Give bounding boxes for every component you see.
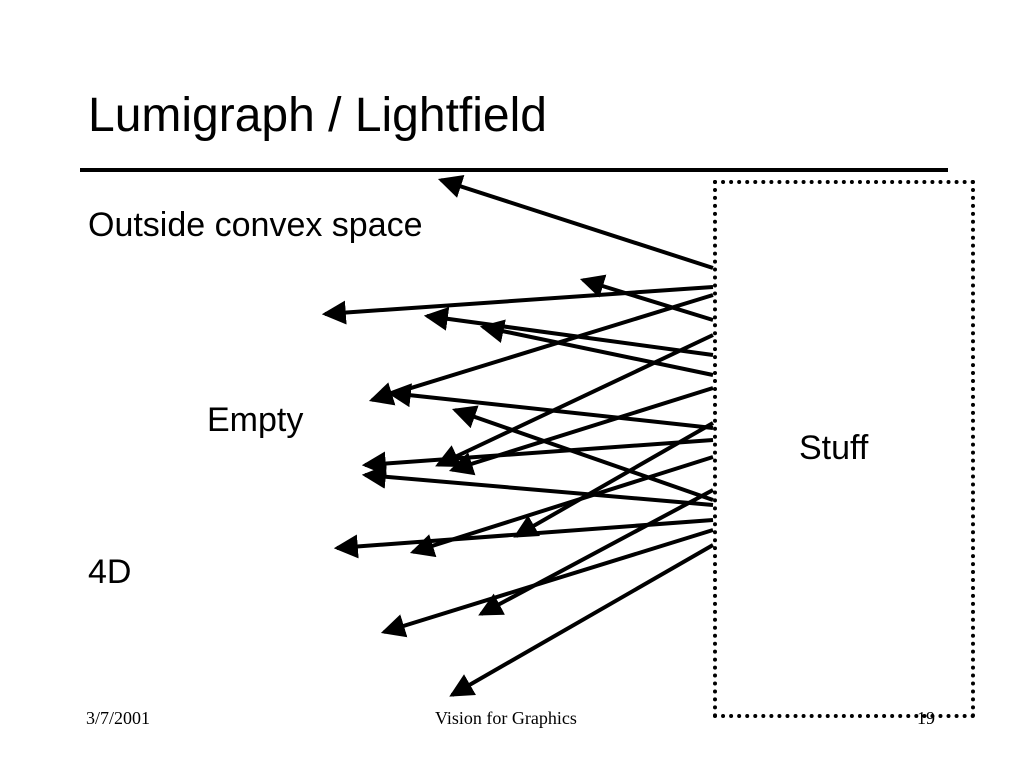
light-ray	[380, 528, 714, 638]
light-ray	[479, 319, 714, 377]
light-ray	[435, 333, 714, 467]
footer-course-title: Vision for Graphics	[435, 708, 577, 728]
light-ray	[579, 274, 714, 322]
light-ray	[361, 438, 714, 476]
light-ray	[437, 174, 714, 270]
footer-page-number: 19	[917, 708, 935, 728]
light-ray	[513, 421, 714, 538]
slide-title: Lumigraph / Lightfield	[88, 89, 547, 142]
footer-date: 3/7/2001	[86, 708, 151, 728]
light-ray	[361, 464, 714, 507]
stuff-label: Stuff	[799, 429, 869, 467]
subtitle-text: Outside convex space	[88, 206, 423, 244]
light-ray	[386, 383, 714, 430]
light-ray	[368, 293, 714, 406]
light-ray	[451, 405, 714, 502]
light-ray	[449, 543, 714, 697]
title-underline	[80, 168, 948, 172]
dimension-label: 4D	[88, 553, 132, 591]
light-ray	[409, 455, 714, 558]
empty-label: Empty	[207, 401, 304, 439]
stuff-region-box	[713, 180, 975, 718]
light-ray	[478, 488, 714, 616]
light-ray	[321, 285, 714, 325]
light-ray	[333, 518, 714, 559]
light-ray	[423, 306, 714, 357]
